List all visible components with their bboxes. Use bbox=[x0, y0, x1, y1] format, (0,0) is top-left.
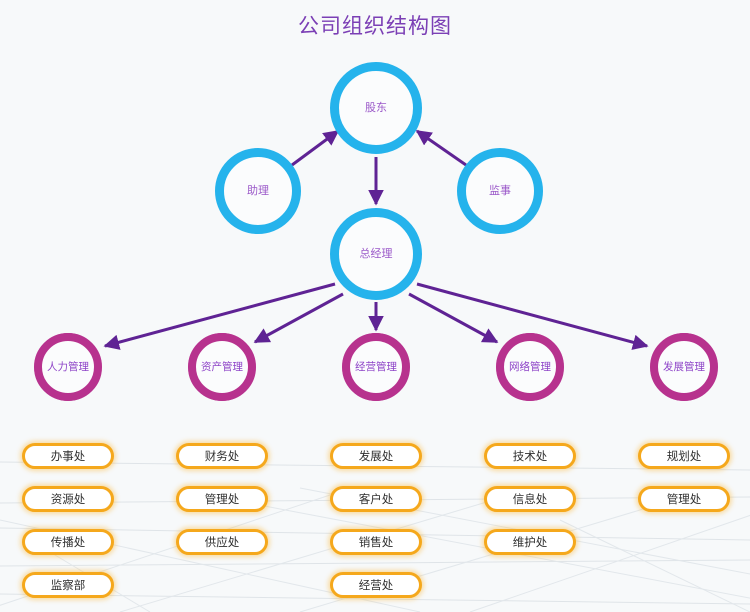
dept-box[interactable]: 技术处 bbox=[484, 443, 576, 469]
dept-box[interactable]: 信息处 bbox=[484, 486, 576, 512]
dept-box[interactable]: 客户处 bbox=[330, 486, 422, 512]
node-asset-management[interactable]: 资产管理 bbox=[188, 333, 256, 401]
node-supervisor[interactable]: 监事 bbox=[457, 148, 543, 234]
page-title: 公司组织结构图 bbox=[298, 14, 452, 38]
dept-box[interactable]: 经营处 bbox=[330, 572, 422, 598]
node-label: 经营管理 bbox=[355, 360, 397, 373]
node-hr-management[interactable]: 人力管理 bbox=[34, 333, 102, 401]
edge-assistant-shareholder bbox=[291, 129, 340, 167]
node-label: 人力管理 bbox=[47, 360, 89, 373]
dept-box[interactable]: 发展处 bbox=[330, 443, 422, 469]
node-label: 助理 bbox=[247, 183, 269, 197]
node-label: 资产管理 bbox=[201, 360, 243, 373]
dept-box[interactable]: 监察部 bbox=[22, 572, 114, 598]
dept-box[interactable]: 传播处 bbox=[22, 529, 114, 555]
edge-supervisor-shareholder bbox=[415, 129, 467, 167]
node-network-management[interactable]: 网络管理 bbox=[496, 333, 564, 401]
dept-box[interactable]: 供应处 bbox=[176, 529, 268, 555]
dept-box[interactable]: 管理处 bbox=[176, 486, 268, 512]
node-label: 监事 bbox=[489, 183, 511, 197]
edge-gm-network bbox=[408, 292, 499, 344]
node-label: 发展管理 bbox=[663, 360, 705, 373]
node-shareholder[interactable]: 股东 bbox=[330, 62, 422, 154]
node-label: 总经理 bbox=[359, 246, 393, 260]
dept-box[interactable]: 规划处 bbox=[638, 443, 730, 469]
dept-box[interactable]: 办事处 bbox=[22, 443, 114, 469]
dept-box[interactable]: 资源处 bbox=[22, 486, 114, 512]
dept-box[interactable]: 管理处 bbox=[638, 486, 730, 512]
edge-gm-asset bbox=[253, 292, 344, 344]
dept-box[interactable]: 销售处 bbox=[330, 529, 422, 555]
node-label: 网络管理 bbox=[509, 360, 551, 373]
edge-gm-hr bbox=[103, 282, 336, 350]
node-assistant[interactable]: 助理 bbox=[215, 148, 301, 234]
node-development-management[interactable]: 发展管理 bbox=[650, 333, 718, 401]
node-label: 股东 bbox=[365, 100, 387, 114]
node-general-manager[interactable]: 总经理 bbox=[330, 208, 422, 300]
node-business-management[interactable]: 经营管理 bbox=[342, 333, 410, 401]
dept-box[interactable]: 维护处 bbox=[484, 529, 576, 555]
edge-gm-develop bbox=[416, 282, 649, 350]
dept-box[interactable]: 财务处 bbox=[176, 443, 268, 469]
